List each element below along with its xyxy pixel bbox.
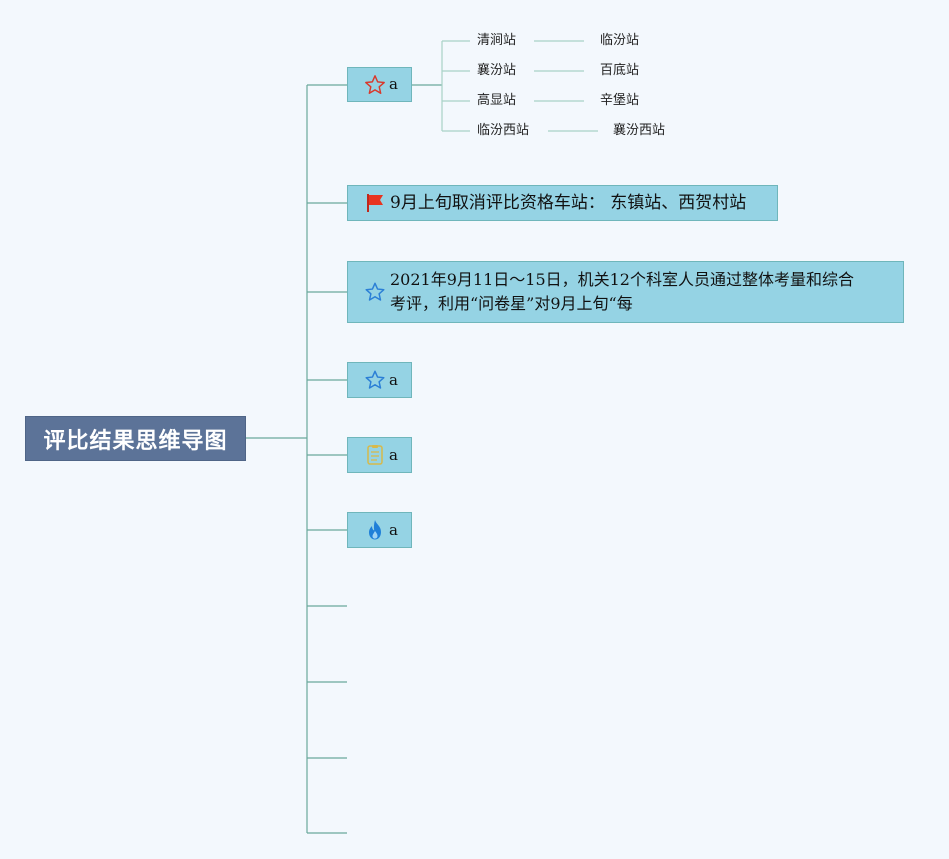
branch-node-5[interactable]: a [347, 437, 412, 473]
branch-node-5-label: a [389, 445, 398, 464]
branch-node-6-label: a [389, 520, 398, 539]
root-topic-label: 评比结果思维导图 [43, 428, 228, 454]
branch-node-3-line-1: 2021年9月11日～15日，机关12个科室人员通过整体考量和综合 [390, 270, 854, 289]
red-flag-icon [364, 192, 386, 214]
sub-node-1[interactable]: 清涧站 [477, 33, 517, 48]
leaf-node-1[interactable]: 临汾站 [600, 33, 640, 48]
branch-node-4-label: a [389, 370, 398, 389]
sub-node-4[interactable]: 临汾西站 [477, 123, 530, 138]
branch-node-6[interactable]: a [347, 512, 412, 548]
sub-node-2[interactable]: 襄汾站 [477, 63, 517, 78]
leaf-node-3[interactable]: 辛堡站 [600, 93, 640, 108]
branch-node-1-label: a [389, 75, 398, 93]
branch-node-3-text: 2021年9月11日～15日，机关12个科室人员通过整体考量和综合 考评，利用“… [390, 268, 854, 316]
branch-node-3-line-2: 考评，利用“问卷星”对9月上旬“每 [390, 294, 633, 313]
branch-node-1[interactable]: a [347, 67, 412, 102]
sub-node-3[interactable]: 高显站 [477, 93, 517, 108]
root-topic[interactable]: 评比结果思维导图 [25, 416, 246, 461]
leaf-node-4[interactable]: 襄汾西站 [613, 123, 666, 138]
leaf-node-2[interactable]: 百底站 [600, 63, 640, 78]
branch-node-2[interactable]: 9月上旬取消评比资格车站： 东镇站、西贺村站 [347, 185, 778, 221]
blue-star-outline-icon [364, 281, 386, 303]
blue-flame-icon [364, 519, 386, 541]
branch-node-4[interactable]: a [347, 362, 412, 398]
yellow-document-icon [364, 444, 386, 466]
blue-star-outline-icon [364, 369, 386, 391]
red-star-outline-icon [364, 74, 386, 96]
branch-node-2-label: 9月上旬取消评比资格车站： 东镇站、西贺村站 [390, 192, 747, 213]
branch-node-3[interactable]: 2021年9月11日～15日，机关12个科室人员通过整体考量和综合 考评，利用“… [347, 261, 904, 323]
